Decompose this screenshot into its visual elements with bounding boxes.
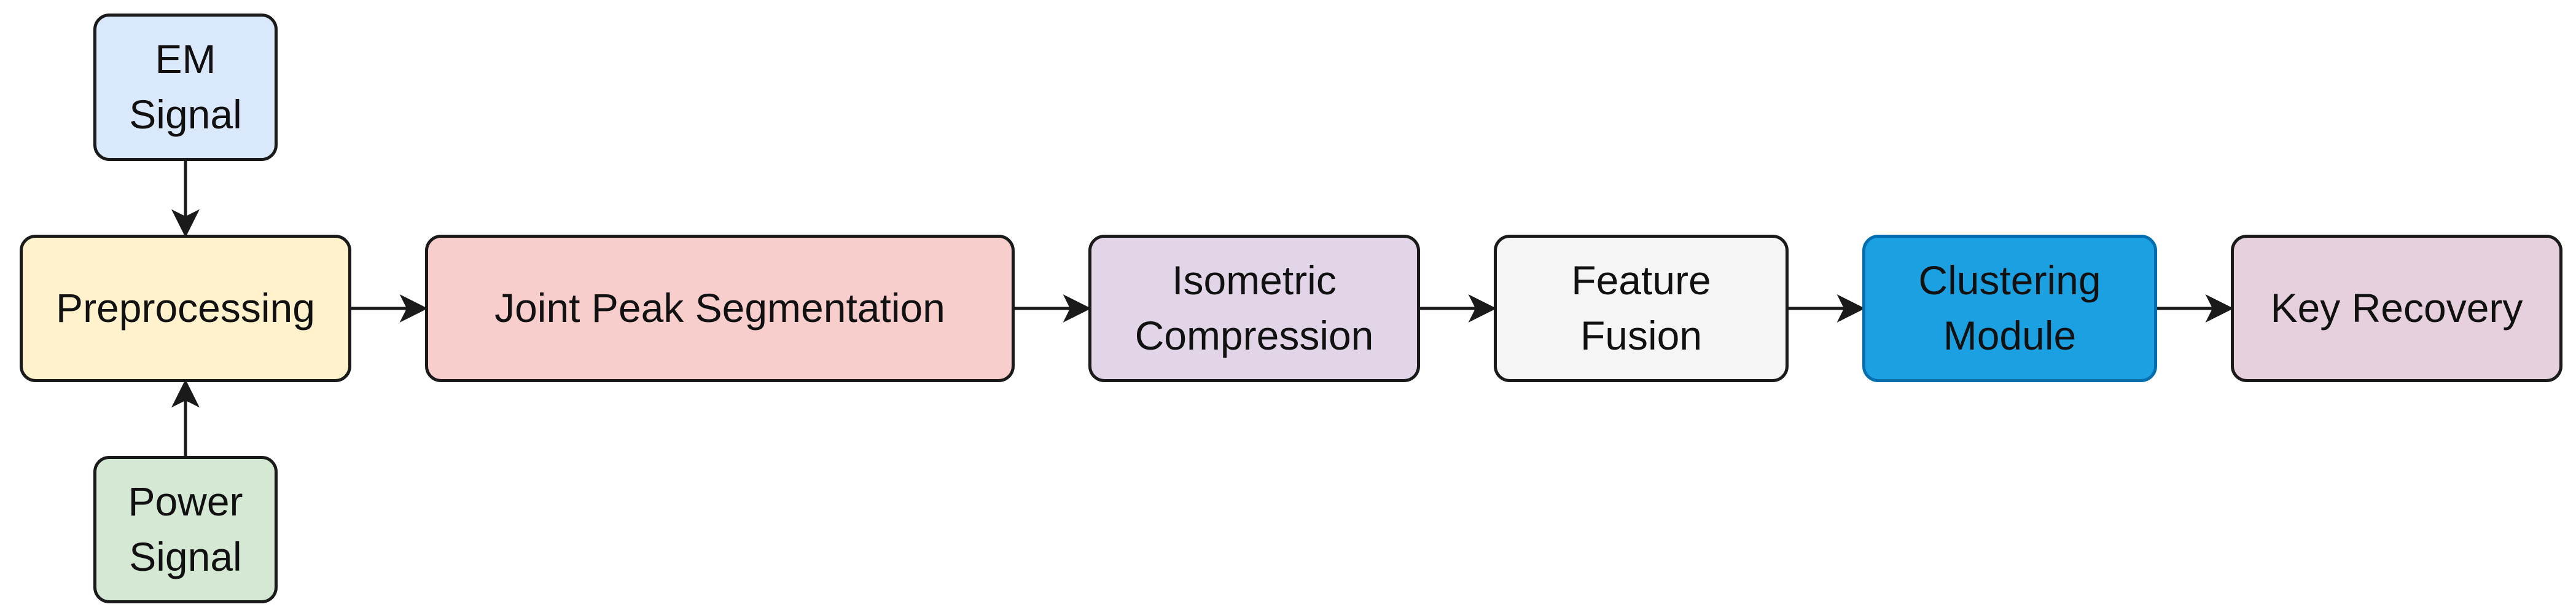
joint-peak-segmentation-node: Joint Peak Segmentation	[425, 235, 1015, 382]
key-recovery-label: Key Recovery	[2270, 285, 2523, 331]
em-signal-node: EM Signal	[93, 14, 278, 161]
key-recovery-node: Key Recovery	[2231, 235, 2562, 382]
joint-peak-segmentation-label: Joint Peak Segmentation	[494, 285, 945, 331]
power-signal-node: Power Signal	[93, 456, 278, 603]
isometric-compression-label: Isometric Compression	[1134, 257, 1374, 358]
feature-fusion-label: Feature Fusion	[1571, 257, 1711, 358]
em-signal-label: EM Signal	[129, 36, 242, 137]
power-signal-label: Power Signal	[128, 479, 243, 579]
isometric-compression-node: Isometric Compression	[1088, 235, 1420, 382]
preprocessing-label: Preprocessing	[56, 285, 315, 331]
clustering-module-label: Clustering Module	[1918, 257, 2101, 358]
preprocessing-node: Preprocessing	[20, 235, 351, 382]
clustering-module-node: Clustering Module	[1862, 235, 2157, 382]
feature-fusion-node: Feature Fusion	[1494, 235, 1789, 382]
